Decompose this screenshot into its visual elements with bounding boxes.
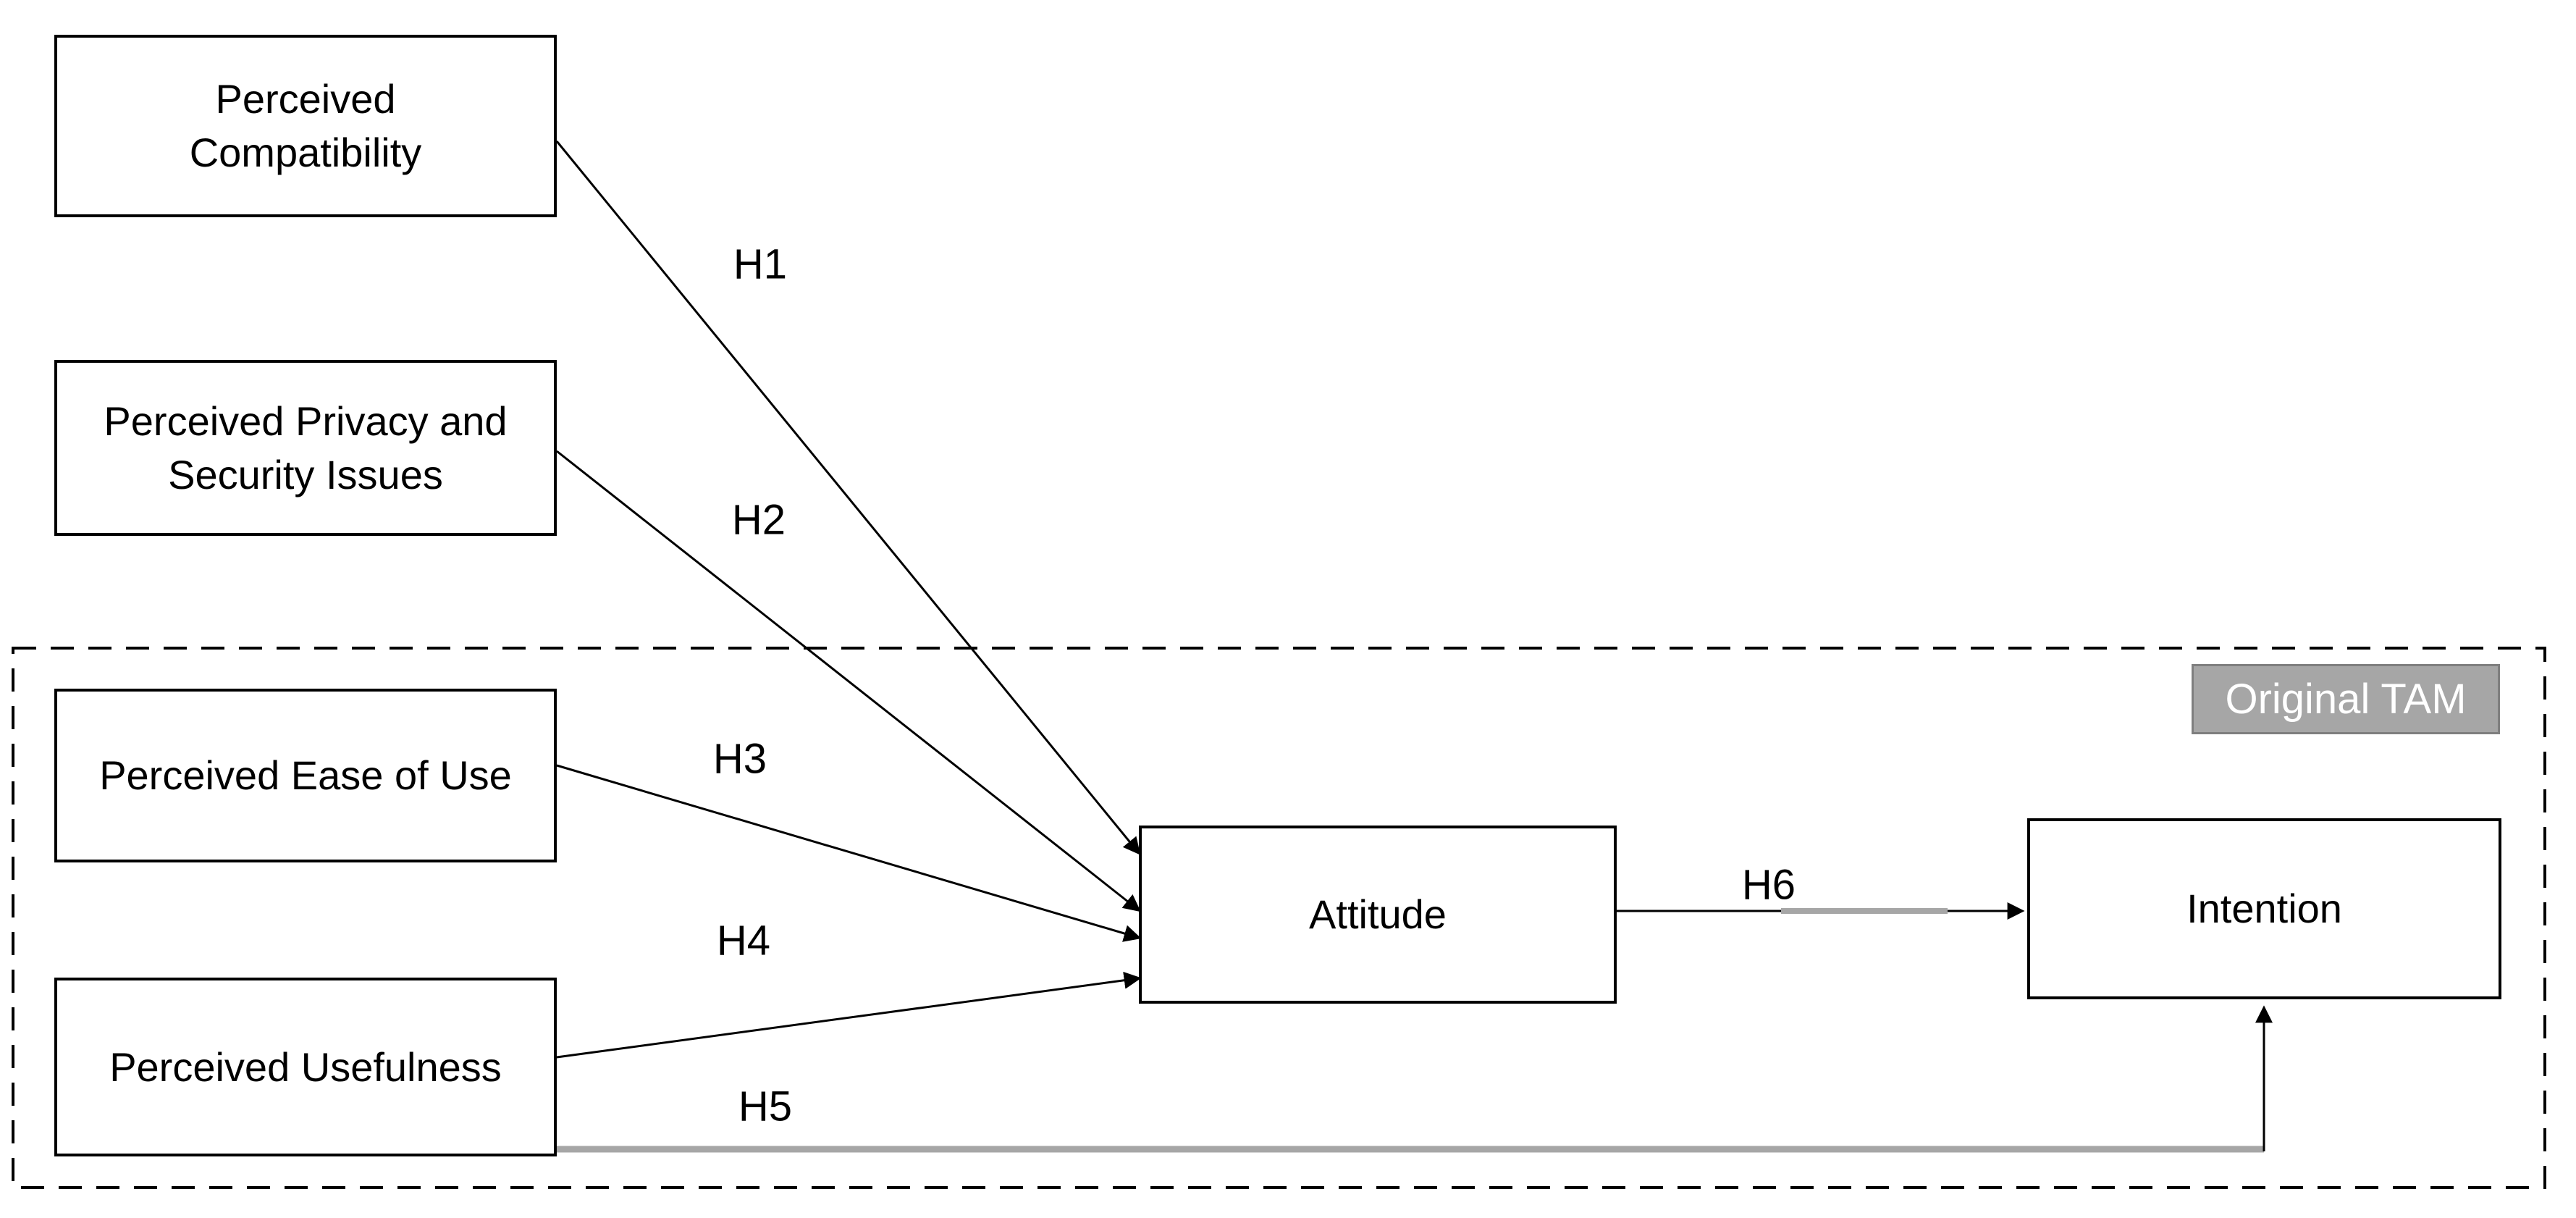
node-perceived-privacy-security: Perceived Privacy and Security Issues bbox=[54, 360, 557, 536]
label-h1: H1 bbox=[733, 240, 788, 288]
node-label: Perceived Usefulness bbox=[109, 1043, 502, 1090]
label-h2: H2 bbox=[731, 496, 786, 544]
node-intention: Intention bbox=[2027, 818, 2501, 999]
node-perceived-ease-of-use: Perceived Ease of Use bbox=[54, 689, 557, 862]
arrow-h4 bbox=[556, 971, 1142, 1059]
tam-group-label-text: Original TAM bbox=[2225, 676, 2467, 723]
label-h3: H3 bbox=[712, 735, 767, 783]
arrow-h3 bbox=[556, 764, 1142, 942]
arrow-h1 bbox=[555, 140, 1141, 855]
node-label: Attitude bbox=[1309, 891, 1447, 938]
node-label: Perceived Ease of Use bbox=[99, 752, 512, 799]
tam-group-border bbox=[12, 647, 2546, 1189]
label-h6: H6 bbox=[1741, 861, 1796, 909]
node-attitude: Attitude bbox=[1139, 826, 1617, 1004]
tam-group-label: Original TAM bbox=[2192, 664, 2500, 734]
node-perceived-usefulness: Perceived Usefulness bbox=[54, 978, 557, 1156]
node-label: Intention bbox=[2186, 886, 2342, 932]
arrow-h2 bbox=[556, 450, 1141, 912]
node-label: Perceived Privacy and Security Issues bbox=[104, 398, 508, 497]
node-perceived-compatibility: Perceived Compatibility bbox=[54, 35, 557, 217]
node-label: Perceived Compatibility bbox=[189, 76, 422, 175]
label-h4: H4 bbox=[716, 917, 771, 965]
label-h5: H5 bbox=[738, 1083, 793, 1130]
